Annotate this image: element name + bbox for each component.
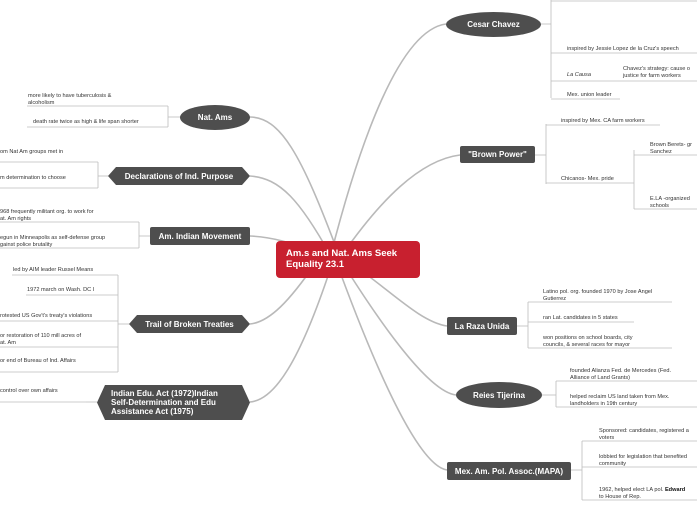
topic-cesar-chavez[interactable]: Cesar Chavez	[446, 12, 541, 37]
topic-indian-edu-act[interactable]: Indian Edu. Act (1972)Indian Self-Determ…	[97, 385, 250, 420]
topic-label: Indian Edu. Act (1972)Indian Self-Determ…	[111, 389, 218, 416]
topic-label: Nat. Ams	[197, 113, 233, 122]
leaf-trail-4b: at. Am	[0, 340, 16, 346]
leaf-raza-1b: Gutierrez	[543, 296, 567, 302]
topic-declarations[interactable]: Declarations of Ind. Purpose	[108, 167, 250, 185]
topic-label: Trail of Broken Treaties	[145, 319, 234, 329]
leaf-decl-1: om Nat Am groups met in	[0, 149, 64, 155]
leaf-decl-2: m determination to choose	[0, 175, 66, 181]
leaf-natams-1a: more likely to have tuberculosis &	[28, 93, 112, 99]
leaf-natams-2: death rate twice as high & life span sho…	[33, 119, 139, 125]
leaf-reies-2b: landholders in 19th century	[570, 401, 638, 407]
leaf-brown-1: inspired by Mex. CA farm workers	[561, 118, 645, 124]
leaf-reies-1b: Alliance of Land Grants)	[570, 375, 631, 381]
central-topic[interactable]: Am.s and Nat. Ams Seek Equality 23.1	[276, 241, 420, 278]
leaf-trail-4a: or restoration of 110 mill acres of	[0, 333, 82, 339]
topic-brown-power[interactable]: "Brown Power"	[460, 146, 535, 163]
leaf-mapa-3b: to House of Rep.	[599, 494, 641, 500]
topic-nat-ams[interactable]: Nat. Ams	[180, 105, 250, 130]
topic-label: Cesar Chavez	[467, 20, 520, 29]
topic-label-line2: Self-Determination and Edu	[111, 398, 216, 407]
leaf-reies-2a: helped reclaim US land taken from Mex.	[570, 394, 670, 400]
topic-label: Reies Tijerina	[473, 390, 525, 400]
topic-label: Mex. Am. Pol. Assoc.(MAPA)	[454, 466, 564, 476]
leaf-raza-3a: won positions on school boards, city	[543, 335, 633, 341]
topic-mapa[interactable]: Mex. Am. Pol. Assoc.(MAPA)	[447, 462, 571, 480]
leaf-mapa-2a: lobbied for legislation that benefited	[599, 454, 688, 460]
leaf-brown-sub-2b: schools	[650, 203, 669, 209]
leaf-mapa-3a-bold: Edward	[664, 487, 686, 493]
leaf-aim-2b: gainst police brutality	[0, 242, 53, 248]
leaf-cesar-2b: justice for farm workers	[623, 73, 681, 79]
topic-label: La Raza Unida	[454, 321, 510, 331]
leaf-cesar-3: Mex. union leader	[567, 92, 612, 98]
leaf-cesar-1: inspired by Jessie Lopez de la Cruz's sp…	[567, 46, 679, 52]
leaf-mapa-2b: community	[599, 461, 627, 467]
leaf-mapa-3a-text: 1962, helped elect LA pol.	[599, 487, 664, 493]
central-title-line2: Equality 23.1	[286, 259, 345, 270]
leaf-raza-2: ran Lat. candidates in 5 states	[543, 315, 618, 321]
topic-aim[interactable]: Am. Indian Movement	[150, 227, 250, 245]
topic-label: "Brown Power"	[468, 150, 527, 159]
leaf-cesar-la-causa: La Causa	[567, 72, 591, 78]
leaf-mapa-3a: 1962, helped elect LA pol. Edward	[599, 487, 685, 494]
leaf-edu-1: control over own affairs	[0, 388, 58, 394]
leaf-trail-1: led by AIM leader Russel Means	[13, 267, 94, 273]
topic-label-line3: Assistance Act (1975)	[111, 407, 194, 416]
leaf-aim-1a: 968 frequently militant org. to work for	[0, 209, 94, 215]
leaf-cesar-2a: Chavez's strategy: cause o	[623, 66, 690, 72]
leaf-trail-5: or end of Bureau of Ind. Affairs	[0, 358, 76, 364]
leaf-mapa-1a: Sponsored: candidates, registered a	[599, 428, 689, 434]
leaf-brown-sub-1b: Sanchez	[650, 149, 672, 155]
leaf-aim-1b: at. Am rights	[0, 216, 32, 222]
leaf-aim-2a: egun in Minneapolis as self-defense grou…	[0, 235, 106, 241]
leaf-brown-sub-1a: Brown Berets- gr	[650, 142, 692, 148]
topic-label: Declarations of Ind. Purpose	[124, 171, 234, 181]
topic-trail-broken-treaties[interactable]: Trail of Broken Treaties	[129, 315, 250, 333]
leaf-trail-3: rotested US Gov't's treaty's violations	[0, 313, 93, 319]
leaf-raza-1a: Latino pol. org. founded 1970 by Jose An…	[543, 289, 653, 295]
topic-la-raza-unida[interactable]: La Raza Unida	[447, 317, 517, 335]
leaf-raza-3b: councils, & several races for mayor	[543, 342, 631, 348]
leaf-connectors	[0, 0, 697, 501]
topic-label-line1: Indian Edu. Act (1972)Indian	[111, 389, 218, 398]
central-title-line1: Am.s and Nat. Ams Seek	[286, 248, 398, 259]
leaf-brown-2: Chicanos- Mex. pride	[561, 176, 614, 182]
leaf-reies-1a: founded Alianza Fed. de Mercedes (Fed.	[570, 368, 672, 374]
leaf-natams-1b: alcoholism	[28, 100, 55, 106]
topic-label: Am. Indian Movement	[158, 231, 242, 241]
leaf-mapa-1b: voters	[599, 435, 615, 441]
leaf-trail-2: 1972 march on Wash. DC I	[27, 287, 95, 293]
leaf-brown-sub-2a: E.LA -organized	[650, 196, 690, 202]
topic-reies-tijerina[interactable]: Reies Tijerina	[456, 382, 542, 408]
